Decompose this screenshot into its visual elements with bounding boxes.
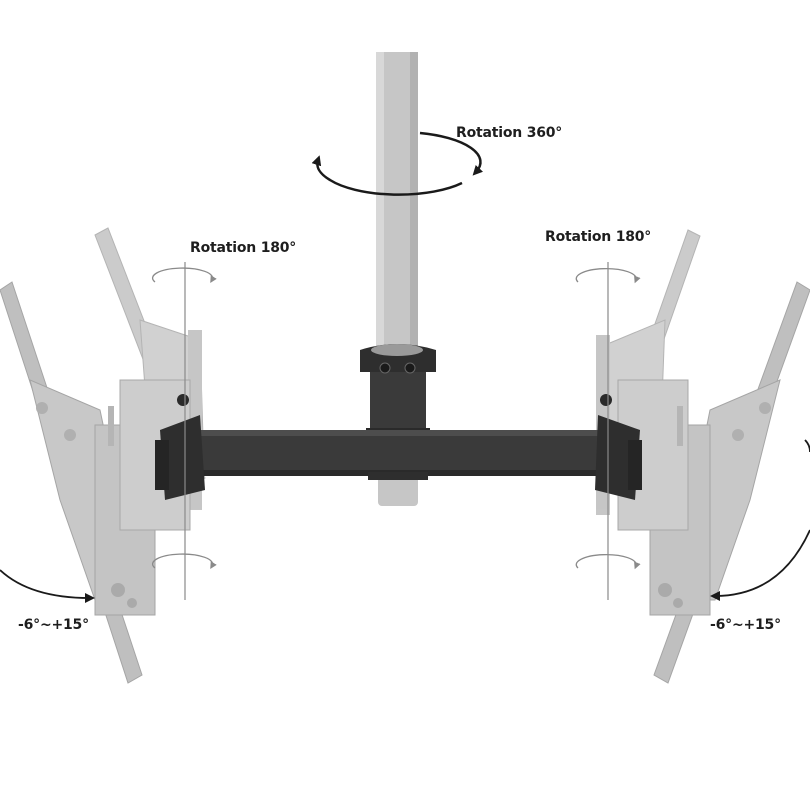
rotation-axis-lines bbox=[184, 262, 609, 600]
tilt-right-label: -6°~+15° bbox=[710, 617, 781, 633]
rotation-360-label: Rotation 360° bbox=[456, 125, 563, 141]
rotation-180-left-label: Rotation 180° bbox=[190, 240, 297, 256]
rotation-180-arrow bbox=[151, 267, 641, 570]
right-hinge bbox=[595, 394, 642, 500]
ceiling-pole bbox=[376, 52, 418, 506]
left-hinge bbox=[155, 394, 205, 500]
rotation-360-arrow bbox=[311, 131, 484, 196]
pole-clamp bbox=[360, 344, 436, 436]
left-front-bracket bbox=[0, 281, 191, 684]
right-front-bracket bbox=[617, 281, 810, 684]
rotation-180-right-label: Rotation 180° bbox=[545, 229, 652, 245]
tilt-left-label: -6°~+15° bbox=[18, 617, 89, 633]
horizontal-arm bbox=[172, 430, 628, 480]
